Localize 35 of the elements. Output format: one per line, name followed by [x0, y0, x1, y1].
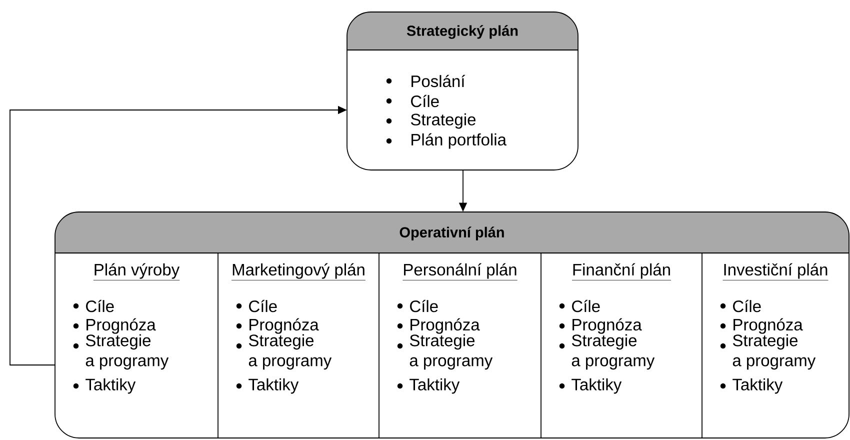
- plan-column: Investiční plán Cíle Prognóza Strategie a programy Taktiky: [702, 252, 828, 438]
- bullet-item: Taktiky: [397, 378, 460, 394]
- node-label: Investiční plán: [724, 263, 828, 279]
- node-label: Finanční plán: [573, 263, 670, 279]
- bullet-item: Strategie: [386, 113, 476, 129]
- bullet-item: Prognóza: [720, 318, 803, 334]
- bullet-item: Prognóza: [236, 318, 319, 334]
- plan-column: Plán výroby Cíle Prognóza Strategie a programy Taktiky: [73, 263, 180, 394]
- bullet-item: Strategie a programy: [397, 334, 493, 370]
- bullet-item: Prognóza: [397, 318, 480, 334]
- bullet-item: Taktiky: [720, 378, 783, 394]
- bullet-item: Taktiky: [559, 378, 622, 394]
- node-label: Marketingový plán: [232, 263, 364, 279]
- bullet-item: Cíle: [73, 300, 114, 312]
- bullet-item: Poslání: [386, 74, 466, 88]
- plan-column: Finanční plán Cíle Prognóza Strategie a programy Taktiky: [540, 252, 672, 438]
- bullet-item: Taktiky: [73, 378, 136, 394]
- bullet-item: Cíle: [397, 300, 438, 312]
- bullet-item: Strategie a programy: [559, 334, 655, 370]
- plan-box: Strategický plán Poslání Cíle Strategie Plán portfolia: [346, 12, 578, 170]
- bullet-item: Strategie a programy: [236, 334, 332, 370]
- bullet-item: Cíle: [720, 300, 761, 312]
- plan-column: Marketingový plán Cíle Prognóza Strategie a programy Taktiky: [218, 252, 366, 438]
- plan-column: Personální plán Cíle Prognóza Strategie a programy Taktiky: [378, 252, 518, 438]
- node-label: Personální plán: [404, 263, 516, 279]
- bullet-item: Strategie a programy: [73, 334, 169, 370]
- bullet-item: Cíle: [559, 300, 600, 312]
- bullet-item: Prognóza: [559, 318, 642, 334]
- bullet-item: Strategie a programy: [720, 334, 816, 370]
- bullet-item: Cíle: [386, 94, 439, 108]
- bullet-item: Cíle: [236, 300, 277, 312]
- node-label: Plán výroby: [94, 263, 180, 279]
- bullet-item: Prognóza: [73, 318, 156, 334]
- bullet-item: Plán portfolia: [386, 133, 506, 149]
- bullet-item: Taktiky: [236, 378, 299, 394]
